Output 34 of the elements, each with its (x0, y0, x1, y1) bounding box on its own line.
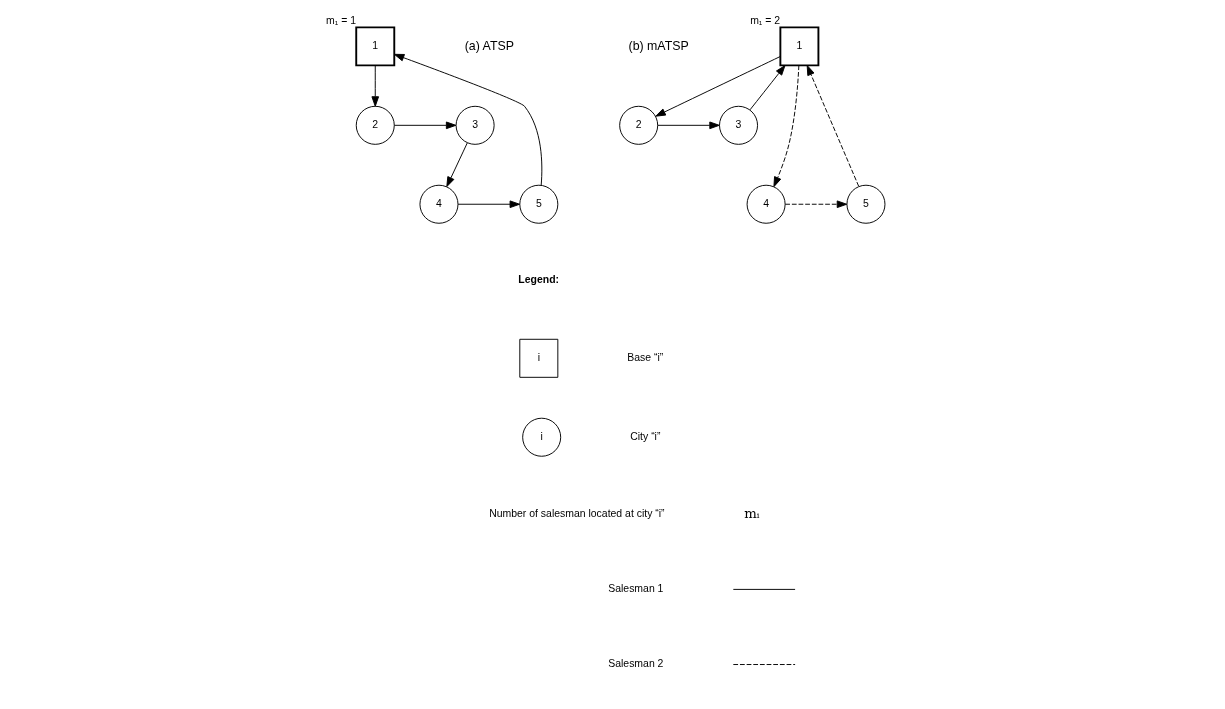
legend-label: Base “i” (626, 351, 663, 363)
arrow (656, 121, 720, 130)
node-circle: i (521, 417, 561, 457)
node-circle: 4 (746, 184, 786, 224)
node-circle: 5 (845, 184, 885, 224)
label: Legend: (517, 273, 559, 285)
label: mᵢ (743, 505, 759, 521)
legend-label: Salesman 1 (607, 583, 663, 595)
node-circle: 2 (355, 105, 395, 145)
node-circle: 5 (518, 184, 558, 224)
node-circle: 2 (618, 105, 658, 145)
node-box: 1 (354, 26, 395, 67)
arrow (393, 121, 456, 130)
node-circle: 4 (418, 184, 458, 224)
node-circle: 3 (455, 105, 495, 145)
arrow (772, 64, 799, 188)
node-label: m₁ = 1 (325, 15, 356, 27)
arrow (784, 200, 847, 209)
legend-label: Salesman 2 (607, 658, 663, 670)
legend-label: Number of salesman located at city “i” (488, 507, 665, 519)
arrow (654, 56, 781, 117)
legend-label: City “i” (629, 430, 660, 442)
arrow (749, 65, 785, 111)
node-box: 1 (778, 26, 819, 67)
arrow (806, 65, 859, 187)
arrow (393, 53, 542, 186)
arrow (457, 200, 520, 209)
arrow (370, 65, 379, 107)
arrow (445, 142, 468, 188)
label: (b) mATSP (628, 38, 689, 53)
node-box: i (518, 338, 558, 378)
node-circle: 3 (718, 105, 758, 145)
node-label: m₁ = 2 (749, 15, 780, 27)
label: (a) ATSP (464, 38, 514, 53)
